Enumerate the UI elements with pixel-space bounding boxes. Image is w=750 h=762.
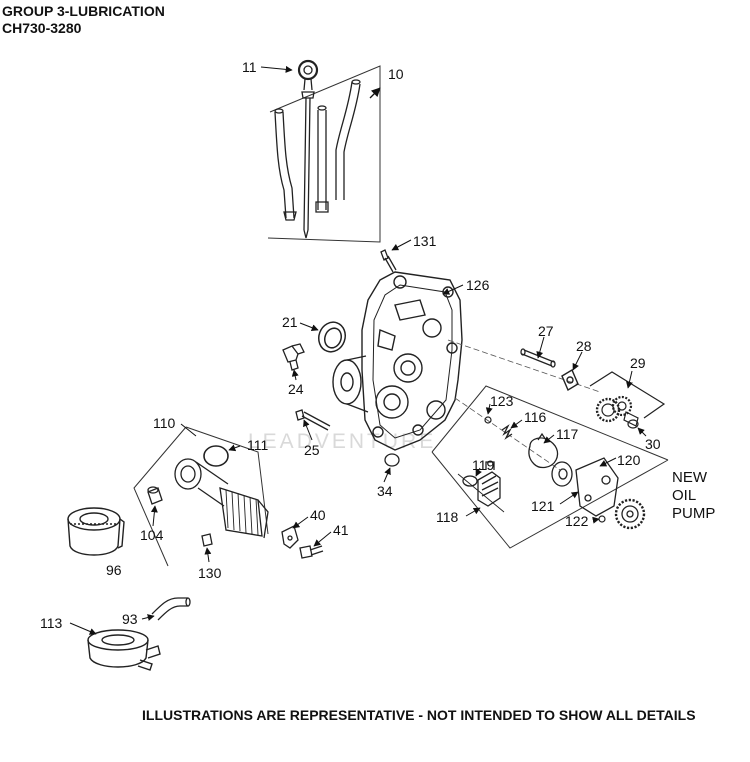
svg-text:OIL: OIL	[672, 487, 696, 504]
callout-28: 28	[576, 338, 592, 354]
callout-10: 10	[388, 66, 404, 82]
svg-text:PUMP: PUMP	[672, 505, 715, 522]
oil-hose	[151, 597, 191, 621]
callout-119: 119	[472, 457, 495, 473]
callout-130: 130	[198, 565, 222, 581]
check-ball	[484, 416, 492, 424]
callout-labels: 11 10 131 126 21 27 28 29 24 123 116 117…	[40, 59, 661, 631]
callout-96: 96	[106, 562, 122, 578]
o-ring-111	[203, 445, 229, 467]
fitting-104	[147, 486, 163, 505]
new-oil-pump-group	[431, 385, 669, 549]
dipstick-assembly	[267, 59, 381, 243]
washer-28	[561, 368, 579, 392]
disclaimer-footer: ILLUSTRATIONS ARE REPRESENTATIVE - NOT I…	[142, 707, 696, 723]
oil-seal	[318, 321, 346, 353]
bracket-40	[281, 525, 299, 549]
callout-121: 121	[531, 498, 555, 514]
svg-text:NEW: NEW	[672, 469, 708, 486]
pump-rotor	[551, 461, 573, 487]
callout-110: 110	[153, 415, 176, 431]
o-ring-34	[384, 453, 400, 467]
callout-131: 131	[413, 233, 437, 249]
callout-111: 111	[247, 437, 268, 453]
callout-11: 11	[242, 59, 257, 75]
callout-123: 123	[490, 393, 514, 409]
screw-41	[299, 545, 324, 559]
callout-34: 34	[377, 483, 393, 499]
callout-122: 122	[565, 513, 589, 529]
callout-21: 21	[282, 314, 298, 330]
callout-116: 116	[524, 409, 547, 425]
oil-filter	[67, 507, 125, 556]
callout-24: 24	[288, 381, 304, 397]
pump-cover	[575, 457, 646, 530]
callout-118: 118	[436, 509, 459, 525]
oil-cooler-group	[133, 426, 269, 567]
screw-131	[380, 249, 397, 273]
callout-104: 104	[140, 527, 164, 543]
model-number: CH730-3280	[2, 20, 82, 36]
callout-25: 25	[304, 442, 320, 458]
watermark: LEADVENTURE	[248, 430, 436, 453]
closure-plate	[332, 271, 463, 451]
callout-117: 117	[556, 426, 579, 442]
callout-30: 30	[645, 436, 661, 452]
callout-41: 41	[333, 522, 349, 538]
fitting-130	[201, 533, 213, 547]
callout-40: 40	[310, 507, 326, 523]
pump-gasket	[528, 432, 559, 469]
gear-assembly	[589, 371, 666, 429]
screw-25	[295, 409, 331, 431]
callout-27: 27	[538, 323, 554, 339]
oil-cooler	[174, 458, 269, 539]
page-title: GROUP 3-LUBRICATION	[2, 3, 165, 19]
spring-116	[501, 424, 513, 440]
oil-pickup	[457, 461, 505, 513]
new-oil-pump-label: NEW OIL PUMP	[672, 469, 715, 522]
screw-122	[598, 515, 606, 523]
filter-adapter	[87, 629, 161, 671]
callout-29: 29	[630, 355, 646, 371]
callout-120: 120	[617, 452, 641, 468]
callout-113: 113	[40, 615, 63, 631]
callout-126: 126	[466, 277, 490, 293]
elbow-fitting	[282, 343, 305, 371]
callout-93: 93	[122, 611, 138, 627]
